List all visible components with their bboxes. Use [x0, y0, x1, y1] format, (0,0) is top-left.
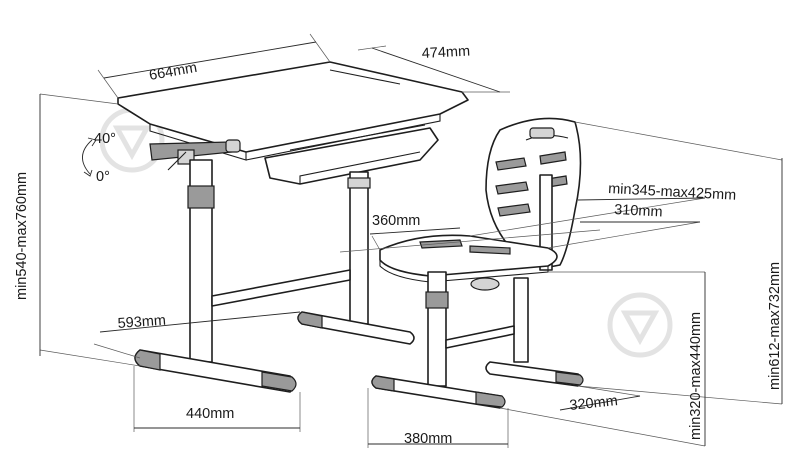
label-desk-height: min540-max760mm [14, 172, 30, 300]
label-tilt-max: 40° [94, 131, 116, 147]
chair [371, 117, 584, 409]
chair-leg-rear [513, 277, 529, 363]
watermark-logo-right [607, 292, 673, 358]
label-desk-base-depth: 593mm [117, 313, 166, 332]
label-chair-leg-height: min320-max440mm [688, 312, 704, 440]
label-seat-height: min345-max425mm [608, 181, 737, 204]
label-desk-depth: 474mm [421, 43, 470, 62]
desk-crossbar [211, 269, 351, 307]
label-seat-depth: 310mm [614, 202, 663, 221]
label-chair-foot-width: 380mm [404, 431, 452, 447]
chair-crossbar [445, 325, 515, 349]
chair-back-post [539, 174, 553, 271]
label-desk-width: 664mm [148, 60, 198, 84]
chair-leg-front [427, 271, 447, 387]
label-desk-foot-width: 440mm [186, 406, 234, 422]
desk-leg-right [349, 171, 369, 325]
label-chair-height: min612-max732mm [767, 262, 783, 390]
desk [117, 61, 469, 393]
label-tilt-min: 0° [96, 169, 110, 185]
label-chair-base-depth: 320mm [569, 393, 619, 414]
dimension-lines [39, 33, 783, 448]
desk-drawer [264, 127, 439, 185]
label-seat-width: 360mm [372, 213, 420, 229]
